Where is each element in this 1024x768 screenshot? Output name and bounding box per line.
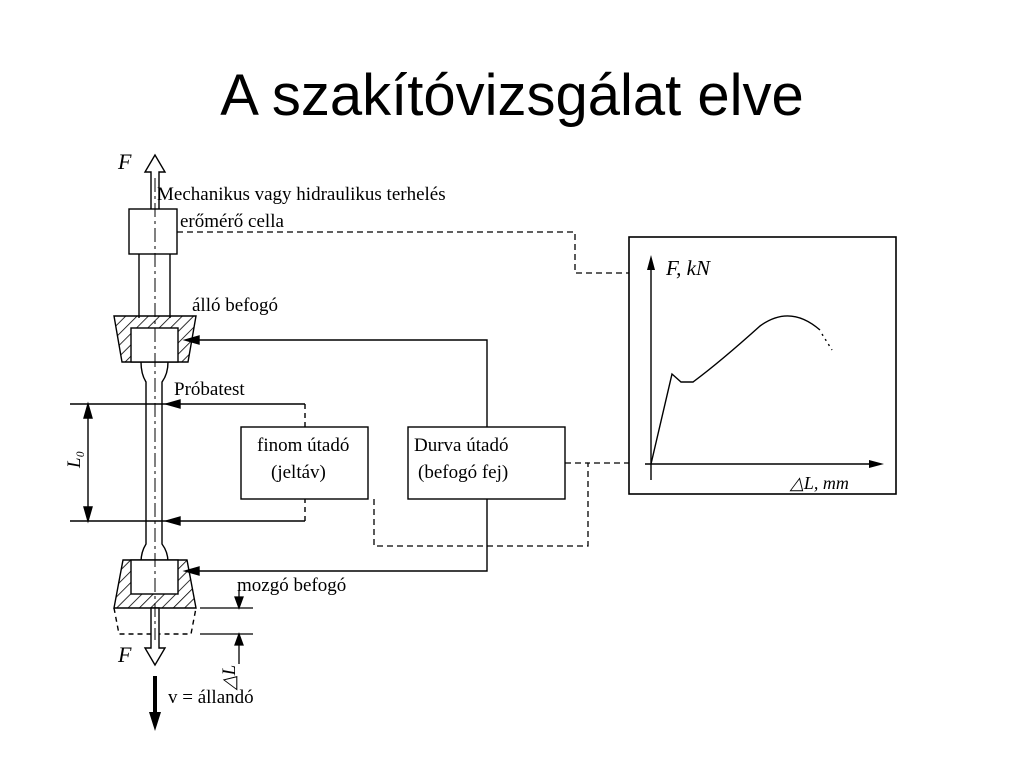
- coarse-transducer-label-2: (befogó fej): [418, 462, 508, 483]
- load-cell-label: erőmérő cella: [180, 211, 284, 232]
- force-elongation-curve: [650, 315, 821, 465]
- fine-transducer-box: [240, 426, 369, 500]
- speed-label: v = állandó: [168, 687, 254, 708]
- force-elongation-plot: [628, 236, 897, 495]
- signal-lines: [177, 231, 649, 547]
- gauge-length-label: L₀: [64, 451, 85, 469]
- force-top-label: F: [117, 149, 132, 174]
- fine-transducer-label-1: finom útadó: [257, 435, 349, 456]
- delta-l-label: △L: [219, 665, 240, 691]
- moving-grip-label: mozgó befogó: [237, 575, 346, 596]
- fine-transducer-label-2: (jeltáv): [271, 462, 326, 483]
- plot-y-axis-label: F, kN: [665, 256, 711, 280]
- coarse-transducer-box: [407, 426, 566, 500]
- coarse-transducer-connections: [182, 335, 488, 576]
- loading-label: Mechanikus vagy hidraulikus terhelés: [157, 184, 446, 205]
- slide-title: A szakítóvizsgálat elve: [220, 63, 804, 128]
- load-cell-box: [128, 208, 178, 255]
- testing-machine: [113, 153, 197, 667]
- speed-arrow: [149, 676, 161, 731]
- specimen-label: Próbatest: [174, 379, 245, 400]
- plot-frame: [628, 236, 897, 495]
- coarse-transducer-label-1: Durva útadó: [414, 435, 508, 456]
- force-bottom-label: F: [117, 642, 132, 667]
- fixed-grip-label: álló befogó: [192, 295, 278, 316]
- specimen: [140, 361, 169, 563]
- gauge-length-dimension: [70, 399, 306, 526]
- plot-x-axis-label: △L, mm: [789, 473, 849, 493]
- delta-l-dimension: [200, 590, 253, 664]
